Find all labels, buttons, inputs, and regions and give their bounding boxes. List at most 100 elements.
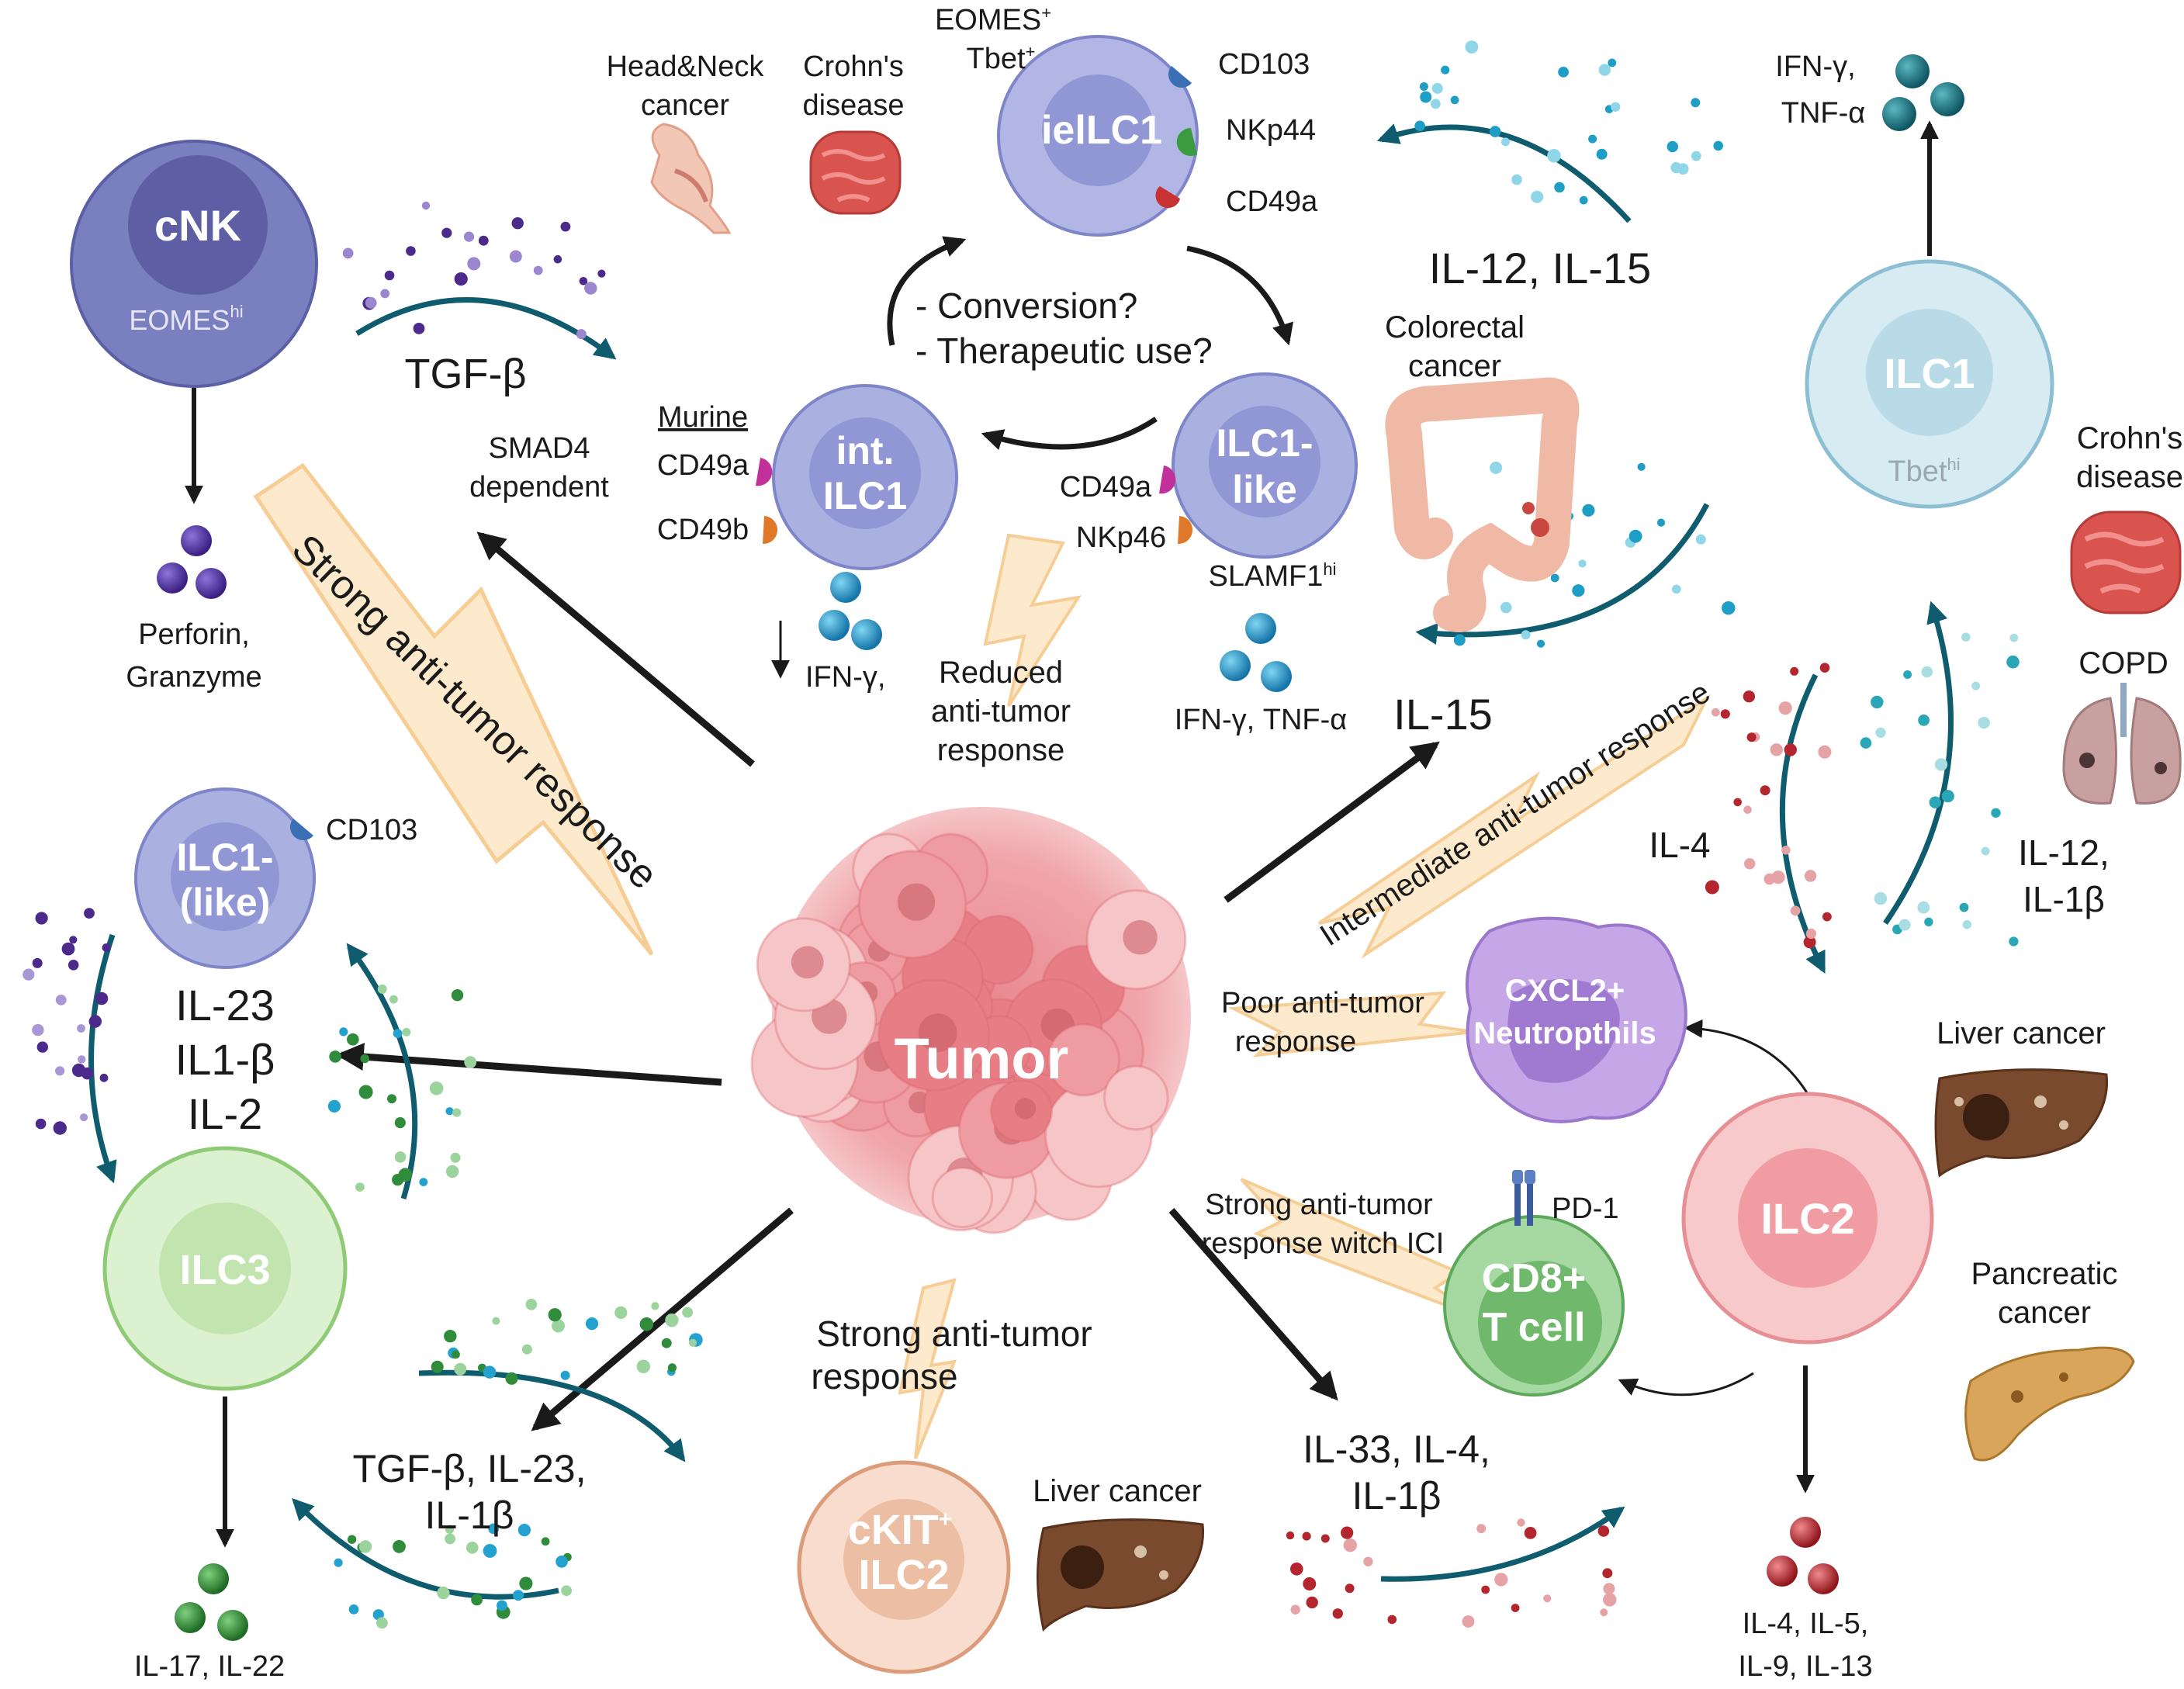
cytokine-dot bbox=[1517, 1518, 1525, 1527]
il23-label-1: IL-23 bbox=[175, 981, 275, 1030]
cytokine-dot bbox=[488, 1523, 500, 1535]
cytokine-dot bbox=[1805, 928, 1816, 939]
cytokine-dot bbox=[1494, 1573, 1508, 1587]
il12-il15-label: IL-12, IL-15 bbox=[1429, 244, 1651, 292]
cytokine-dot bbox=[1501, 137, 1510, 147]
cytokine-dot bbox=[560, 1370, 570, 1380]
cytokine-dot bbox=[55, 995, 67, 1005]
ilc3-granules bbox=[175, 1563, 248, 1641]
ilc1-cell: ILC1 Tbethi bbox=[1805, 259, 2054, 509]
cytokine-dot bbox=[334, 1558, 343, 1567]
cytokine-dot bbox=[483, 1365, 497, 1379]
ilc1-output-1: IFN-γ, bbox=[1775, 50, 1855, 83]
cytokine-dot bbox=[553, 254, 562, 264]
cytokine-dot bbox=[513, 1590, 524, 1601]
cytokine-dot bbox=[1695, 534, 1706, 545]
cytokine-dot bbox=[1874, 891, 1888, 905]
cytokine-dot bbox=[492, 1317, 500, 1325]
arrow-il15-in bbox=[1415, 503, 1710, 645]
cd8-label-1: CD8+ bbox=[1482, 1256, 1586, 1301]
lightning-strong-left bbox=[253, 462, 654, 956]
lightning-intermediate bbox=[1317, 694, 1712, 959]
intilc1-label-1: int. bbox=[836, 429, 895, 472]
reduced-label-1: Reduced bbox=[939, 656, 1063, 690]
liver-bottom-label: Liver cancer bbox=[1033, 1474, 1202, 1508]
lightning-bolts bbox=[253, 462, 1712, 1459]
cytokine-dot bbox=[651, 1302, 659, 1310]
reduced-label-2: anti-tumor bbox=[931, 694, 1071, 729]
cytokine-dot bbox=[556, 1556, 568, 1568]
cytokine-dot bbox=[1572, 584, 1585, 597]
cytokine-dot bbox=[1500, 601, 1512, 614]
ilc2-granules bbox=[1767, 1517, 1839, 1594]
neutrophil-label-1: CXCL2+ bbox=[1505, 974, 1625, 1008]
cytokine-dot bbox=[393, 1540, 406, 1553]
liver-icon-bottom bbox=[1037, 1518, 1205, 1632]
cytokine-dot bbox=[1431, 82, 1443, 94]
cytokine-dot bbox=[1588, 134, 1597, 144]
ilc1like-top-label-1: ILC1- bbox=[1217, 421, 1314, 465]
cytokine-dot bbox=[525, 1299, 538, 1310]
cytokine-dot bbox=[452, 1108, 462, 1117]
intilc1-cell: int. ILC1 bbox=[756, 384, 958, 570]
cytokine-dot bbox=[1722, 601, 1736, 615]
cytokine-dot bbox=[84, 908, 95, 919]
cytokine-dot bbox=[1771, 870, 1785, 884]
ilc3-cell: ILC3 bbox=[102, 1146, 348, 1391]
arrow-to-il15 bbox=[1224, 741, 1440, 903]
cytokine-dot bbox=[1918, 714, 1930, 726]
cytokine-dot bbox=[1306, 1596, 1318, 1609]
arrow-int-to-iel bbox=[887, 236, 967, 346]
cytokine-dot bbox=[1597, 1525, 1610, 1537]
cytokine-dot bbox=[1691, 151, 1701, 161]
tumor-label: Tumor bbox=[895, 1026, 1069, 1091]
cytokine-dot bbox=[327, 1099, 341, 1113]
cytokine-dot bbox=[445, 1533, 455, 1545]
cytokine-dot bbox=[2009, 936, 2019, 947]
head-neck-label-1: Head&Neck bbox=[607, 50, 765, 83]
cytokine-dot bbox=[445, 1525, 455, 1534]
cytokine-dot bbox=[1490, 461, 1503, 474]
cytokine-dot bbox=[1770, 743, 1783, 756]
neutrophil-cell: CXCL2+ Neutropthils bbox=[1465, 916, 1687, 1123]
il33-label-2: IL-1β bbox=[1352, 1474, 1442, 1518]
ilc1-marker: Tbethi bbox=[1888, 455, 1960, 488]
cytokine-dot bbox=[1978, 716, 1990, 729]
ilc1like-left-label-1: ILC1- bbox=[177, 836, 274, 879]
cytokine-dot bbox=[1656, 518, 1666, 527]
cytokine-dot bbox=[519, 1577, 533, 1590]
cytokine-dot bbox=[377, 984, 387, 994]
ilc3-output: IL-17, IL-22 bbox=[134, 1650, 285, 1683]
arrow-to-il33 bbox=[1168, 1208, 1338, 1401]
il12-il1b-label-2: IL-1β bbox=[2023, 879, 2105, 919]
cytokine-dot bbox=[2006, 655, 2020, 669]
ifng-granules-ilc1 bbox=[1882, 54, 1964, 131]
lungs-icon bbox=[2062, 683, 2182, 805]
cytokine-dot bbox=[1971, 681, 1981, 690]
head-neck-icon bbox=[650, 123, 732, 234]
pancreatic-label-1: Pancreatic bbox=[1971, 1257, 2118, 1291]
cytokine-dot bbox=[1453, 634, 1466, 646]
arrow-il23-up bbox=[346, 943, 418, 1200]
il23-left-dots bbox=[22, 908, 111, 1135]
ckit-ilc2-cell: cKIT+ ILC2 bbox=[797, 1460, 1011, 1674]
cnk-cell: cNK EOMEShi bbox=[70, 140, 318, 388]
cytokine-dot bbox=[560, 221, 571, 232]
cytokine-dot bbox=[1822, 912, 1832, 922]
ilc2-output-2: IL-9, IL-13 bbox=[1738, 1650, 1872, 1683]
cytokine-dot bbox=[22, 968, 35, 981]
cytokine-dot bbox=[1536, 639, 1545, 648]
pancreatic-label-2: cancer bbox=[1998, 1296, 2091, 1330]
cytokine-dot bbox=[450, 1152, 461, 1163]
cytokine-dot bbox=[1489, 126, 1501, 137]
ielilc1-receptor-cd49a: CD49a bbox=[1226, 185, 1318, 218]
cytokine-dot bbox=[533, 265, 543, 275]
cytokine-dot bbox=[1387, 1615, 1397, 1625]
cytokine-dot bbox=[682, 1307, 693, 1318]
ckit-label-2: ILC2 bbox=[858, 1552, 949, 1598]
cytokine-dot bbox=[445, 1165, 459, 1178]
arrow-iel-to-like bbox=[1186, 245, 1293, 346]
crohns-right-label-1: Crohn's bbox=[2077, 421, 2183, 455]
intilc1-label-2: ILC1 bbox=[823, 474, 907, 517]
